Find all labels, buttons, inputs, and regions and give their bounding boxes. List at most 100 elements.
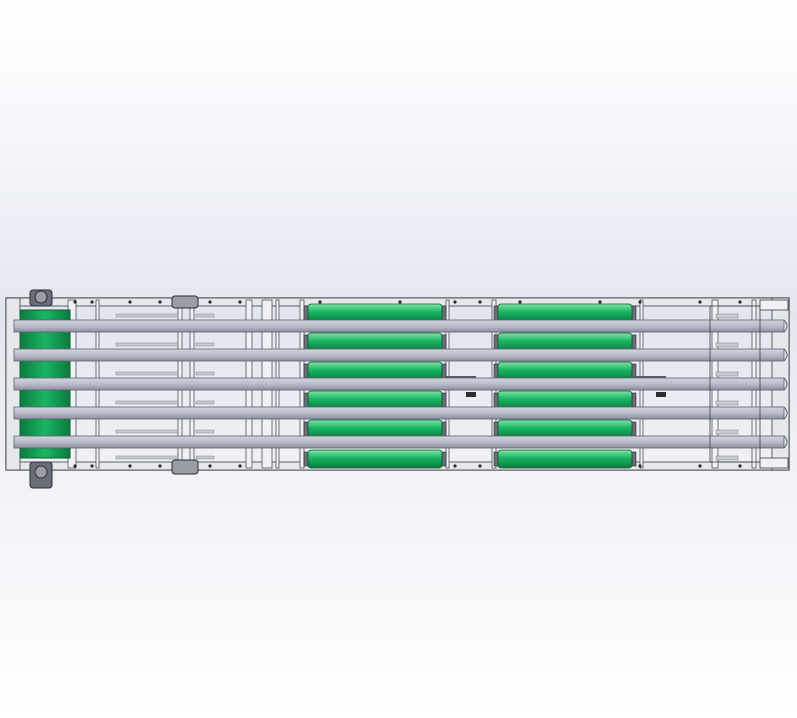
roller-axle-right bbox=[441, 363, 447, 379]
roller-axle-right bbox=[631, 363, 637, 379]
conveyor-belts bbox=[13, 319, 788, 449]
belt-strip bbox=[13, 377, 785, 391]
roller-body bbox=[497, 332, 633, 352]
rail-bolt-top-4 bbox=[158, 300, 162, 304]
roller-body bbox=[497, 449, 633, 469]
roller-axle-left bbox=[303, 392, 309, 408]
belt-strip bbox=[13, 406, 785, 420]
roller-axle-right bbox=[631, 305, 637, 321]
bearing-housing-bottom bbox=[171, 459, 199, 475]
rail-bolt-bottom-3 bbox=[128, 464, 132, 468]
rail-bolt-bottom-15 bbox=[738, 464, 742, 468]
motor-gear-bottom bbox=[34, 465, 48, 479]
rail-bolt-top-15 bbox=[738, 300, 742, 304]
rail-bolt-top-2 bbox=[90, 300, 94, 304]
roller-bank1-roller-2 bbox=[303, 332, 447, 352]
label-plate-right-5 bbox=[715, 429, 739, 435]
roller-body bbox=[307, 419, 443, 439]
rail-bolt-bottom-5 bbox=[208, 464, 212, 468]
roller-axle-right bbox=[441, 421, 447, 437]
label-plates bbox=[115, 313, 739, 461]
roller-axle-right bbox=[631, 421, 637, 437]
label-plate-mid-2 bbox=[195, 342, 215, 347]
roller-body bbox=[497, 303, 633, 323]
rail-bolt-top-3 bbox=[128, 300, 132, 304]
roller-body bbox=[307, 332, 443, 352]
roller-axle-left bbox=[303, 334, 309, 350]
rail-bolt-top-14 bbox=[698, 300, 702, 304]
roller-bank1-roller-4 bbox=[303, 390, 447, 410]
belt-strip bbox=[13, 435, 785, 449]
roller-body bbox=[307, 361, 443, 381]
rail-bolt-top-12 bbox=[598, 300, 602, 304]
label-plate-left-6 bbox=[115, 455, 179, 460]
bearing-housing-top bbox=[171, 295, 199, 309]
rail-bolt-top-9 bbox=[453, 300, 457, 304]
bearing-block-top bbox=[171, 295, 199, 309]
belt-wrap-right bbox=[783, 348, 788, 362]
rail-bolt-bottom-6 bbox=[238, 464, 242, 468]
rail-bolt-bottom-1 bbox=[73, 464, 77, 468]
label-plate-right-6 bbox=[715, 455, 739, 461]
label-plate-right-4 bbox=[715, 400, 739, 406]
label-plate-left-4 bbox=[115, 400, 179, 405]
rail-bolt-bottom-4 bbox=[158, 464, 162, 468]
label-plate-left-1 bbox=[115, 313, 179, 318]
label-plate-right-2 bbox=[715, 342, 739, 348]
rail-bolt-bottom-2 bbox=[90, 464, 94, 468]
rail-bolt-bottom-14 bbox=[698, 464, 702, 468]
roller-body bbox=[497, 361, 633, 381]
roller-axle-right bbox=[441, 451, 447, 467]
label-plate-left-5 bbox=[115, 429, 179, 434]
roller-axle-right bbox=[441, 392, 447, 408]
roller-bank2-roller-1 bbox=[493, 303, 637, 323]
label-plate-mid-1 bbox=[195, 313, 215, 318]
roller-bank1-roller-6 bbox=[303, 449, 447, 469]
return-pulley-bracket-bottom bbox=[759, 457, 789, 469]
rail-bolt-top-13 bbox=[638, 300, 642, 304]
roller-body bbox=[497, 419, 633, 439]
label-plate-left-2 bbox=[115, 342, 179, 347]
label-plate-right-1 bbox=[715, 313, 739, 319]
bearing-block-bottom bbox=[171, 459, 199, 475]
belt-1 bbox=[13, 319, 788, 333]
return-pulley-bracket-top bbox=[759, 299, 789, 311]
rail-bolt-bottom-10 bbox=[478, 464, 482, 468]
roller-axle-left bbox=[493, 305, 499, 321]
roller-bank2-roller-3 bbox=[493, 361, 637, 381]
label-plate-mid-4 bbox=[195, 400, 215, 405]
roller-axle-left bbox=[493, 334, 499, 350]
return-pulley-assembly bbox=[709, 299, 789, 469]
roller-body bbox=[497, 390, 633, 410]
label-plate-mid-5 bbox=[195, 429, 215, 434]
rail-bolt-top-7 bbox=[318, 300, 322, 304]
rail-bolt-bottom-9 bbox=[453, 464, 457, 468]
roller-body bbox=[307, 303, 443, 323]
rail-bolt-top-6 bbox=[238, 300, 242, 304]
roller-bank2-roller-2 bbox=[493, 332, 637, 352]
motor-assembly-bottom bbox=[29, 461, 53, 489]
belt-strip bbox=[13, 319, 785, 333]
roller-body bbox=[307, 390, 443, 410]
rail-bolt-top-1 bbox=[73, 300, 77, 304]
belt-wrap-right bbox=[783, 377, 788, 391]
roller-axle-right bbox=[441, 305, 447, 321]
motor-gear-top bbox=[34, 290, 48, 304]
label-plate-mid-3 bbox=[195, 371, 215, 376]
belt-3 bbox=[13, 377, 788, 391]
belt-4 bbox=[13, 406, 788, 420]
roller-body bbox=[307, 449, 443, 469]
roller-axle-left bbox=[493, 451, 499, 467]
rail-bolt-top-8 bbox=[398, 300, 402, 304]
motor-assembly-top bbox=[29, 289, 53, 307]
roller-axle-left bbox=[493, 421, 499, 437]
belt-2 bbox=[13, 348, 788, 362]
rail-bolt-top-11 bbox=[518, 300, 522, 304]
roller-bank1-roller-1 bbox=[303, 303, 447, 323]
roller-bank1-roller-5 bbox=[303, 419, 447, 439]
roller-axle-right bbox=[631, 334, 637, 350]
roller-axle-right bbox=[631, 451, 637, 467]
roller-axle-left bbox=[303, 451, 309, 467]
belt-strip bbox=[13, 348, 785, 362]
